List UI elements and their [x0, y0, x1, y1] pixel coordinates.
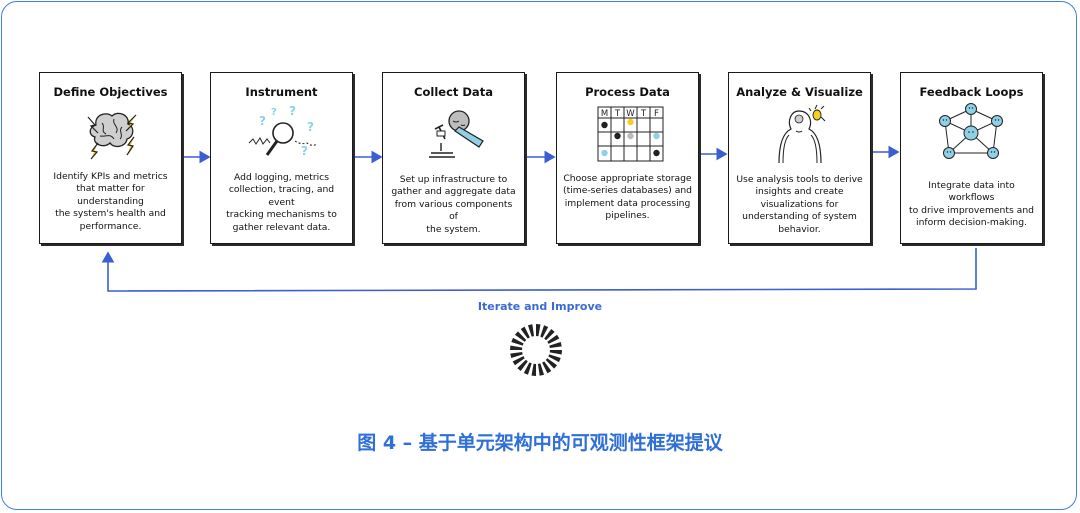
svg-text:?: ?: [271, 107, 277, 118]
svg-text:?: ?: [289, 104, 296, 118]
svg-text:?: ?: [259, 114, 266, 128]
thinking-person-icon: [778, 104, 826, 163]
calendar-header: T: [640, 109, 647, 119]
desc-line: pipelines.: [605, 210, 650, 222]
svg-text:?: ?: [301, 144, 308, 158]
iterate-cycle-icon: [510, 324, 562, 376]
desc-line: Set up infrastructure to: [399, 174, 508, 185]
cycle-segment: [548, 354, 561, 363]
cycle-segment: [549, 341, 562, 349]
calendar-grid-icon: M T W T F: [597, 106, 664, 162]
desc-line: from various components of: [394, 198, 513, 223]
desc-line: collection, tracing, and event: [228, 184, 335, 208]
calendar-header: T: [614, 109, 621, 119]
cycle-segment: [542, 361, 552, 374]
card-description: Add logging, metrics collection, tracing…: [217, 172, 346, 234]
desc-line: that matter for understanding: [76, 183, 145, 207]
cycle-segment: [536, 324, 541, 337]
cycle-segment: [523, 362, 532, 375]
desc-line: understanding of system: [742, 211, 857, 223]
card-description: Integrate data into workflows to drive i…: [907, 180, 1036, 230]
card-title: Feedback Loops: [919, 85, 1024, 99]
cycle-segment: [545, 358, 558, 369]
desc-line: Use analysis tools to derive: [736, 174, 863, 185]
desc-line: the system's health and: [55, 208, 166, 220]
cycle-segment: [511, 337, 524, 346]
card-instrument: Instrument ? ? ? ? ? Add logging, metric…: [210, 72, 353, 244]
iterate-label: Iterate and Improve: [477, 300, 603, 313]
card-title: Collect Data: [414, 85, 493, 99]
card-description: Choose appropriate storage (time-series …: [563, 173, 692, 223]
desc-line: gather and aggregate data: [391, 186, 516, 198]
card-feedback-loops: Feedback Loops Integrate data into workf…: [900, 72, 1043, 244]
cycle-segment: [549, 350, 562, 355]
desc-line: gather relevant data.: [232, 221, 331, 233]
cycle-segment: [540, 325, 549, 338]
calendar-header: W: [626, 109, 635, 119]
cycle-segment: [547, 334, 560, 344]
calendar-header: F: [654, 109, 659, 119]
cycle-segment: [510, 351, 523, 359]
microscope-person-icon: [429, 110, 484, 158]
cycle-segment: [537, 363, 545, 376]
cycle-segment: [517, 359, 528, 372]
svg-text:?: ?: [307, 120, 314, 134]
card-define-objectives: Define Objectives Identify KPIs and metr…: [39, 72, 182, 244]
desc-line: Identify KPIs and metrics: [53, 171, 168, 182]
card-title: Analyze & Visualize: [736, 85, 863, 99]
card-description: Set up infrastructure to gather and aggr…: [389, 174, 518, 236]
cycle-segment: [527, 324, 535, 337]
desc-line: to drive improvements and: [909, 204, 1034, 216]
desc-line: tracking mechanisms to: [226, 209, 337, 221]
brain-lightning-icon: [87, 112, 137, 160]
cycle-segment: [510, 345, 523, 350]
desc-line: performance.: [79, 220, 142, 232]
desc-line: inform decision-making.: [916, 217, 1027, 229]
cycle-segment: [531, 363, 536, 376]
calendar-header: M: [601, 109, 608, 119]
desc-line: Integrate data into workflows: [928, 180, 1015, 204]
card-process-data: Process Data M T W T F Choose appropriat…: [556, 72, 699, 244]
card-title: Define Objectives: [53, 85, 168, 99]
figure-caption: 图 4 – 基于单元架构中的可观测性框架提议: [357, 432, 723, 454]
cycle-segment: [514, 331, 527, 342]
cycle-segment: [512, 356, 525, 366]
desc-line: Choose appropriate storage: [563, 173, 692, 184]
card-title: Instrument: [245, 85, 318, 99]
desc-line: the system.: [426, 223, 481, 235]
card-collect-data: Collect Data Set up infrastructure to ga…: [382, 72, 525, 244]
iterate-loop: [101, 248, 977, 292]
magnifier-questions-icon: ? ? ? ? ?: [248, 104, 318, 158]
card-description: Identify KPIs and metrics that matter fo…: [46, 171, 175, 233]
desc-line: insights and create: [755, 186, 844, 198]
desc-line: visualizations for: [760, 198, 839, 210]
cycle-segment: [544, 328, 555, 341]
desc-line: behavior.: [778, 223, 821, 235]
card-analyze-visualize: Analyze & Visualize Use analysis tools t…: [728, 72, 871, 244]
desc-line: (time-series databases) and: [563, 185, 692, 197]
card-title: Process Data: [585, 85, 670, 99]
desc-line: implement data processing: [564, 197, 691, 209]
cycle-segment: [520, 326, 530, 339]
network-people-icon: [939, 103, 1003, 159]
card-description: Use analysis tools to derive insights an…: [735, 174, 864, 236]
desc-line: Add logging, metrics: [234, 172, 329, 183]
